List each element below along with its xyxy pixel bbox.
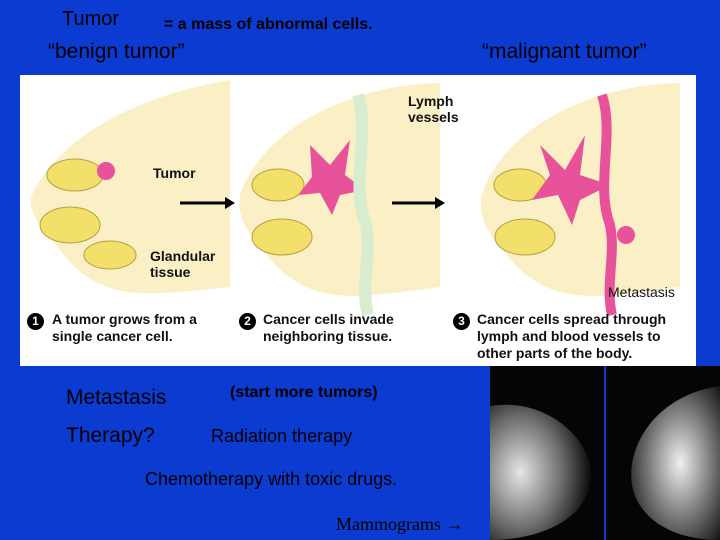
tumor-definition: = a mass of abnormal cells. — [164, 16, 373, 33]
title-tumor: Tumor — [62, 8, 120, 30]
mammogram-images — [490, 366, 720, 540]
metastasis-note: Metastasis — [66, 386, 167, 409]
step-badge-1: 1 — [27, 313, 44, 330]
label-tissue: tissue — [150, 264, 191, 280]
label-lymph: Lymph — [408, 93, 454, 109]
start-more-tumors-note: (start more tumors) — [230, 384, 378, 401]
label-vessels: vessels — [408, 109, 459, 125]
malignant-tumor-heading: “malignant tumor” — [482, 40, 647, 63]
therapy-question: Therapy? — [66, 424, 155, 447]
chemotherapy-note: Chemotherapy with toxic drugs. — [145, 469, 398, 489]
right-arrow-icon: → — [445, 514, 464, 534]
mammograms-label: Mammograms → — [336, 514, 464, 534]
step-badge-2: 2 — [239, 313, 256, 330]
breast-1 — [30, 80, 230, 294]
step-badge-3: 3 — [453, 313, 470, 330]
breast-2 — [239, 83, 440, 317]
label-glandular: Glandular — [150, 248, 216, 264]
radiation-therapy-note: Radiation therapy — [211, 426, 353, 446]
label-metastasis: Metastasis — [608, 284, 675, 300]
label-tumor: Tumor — [153, 165, 196, 181]
tumor-progression-figure: Tumor Glandular tissue Lymph vessels Met… — [20, 75, 696, 366]
benign-tumor-heading: “benign tumor” — [48, 40, 185, 63]
breast-3 — [480, 83, 680, 317]
progression-arrows — [180, 197, 445, 209]
figure-illustration — [30, 80, 680, 317]
